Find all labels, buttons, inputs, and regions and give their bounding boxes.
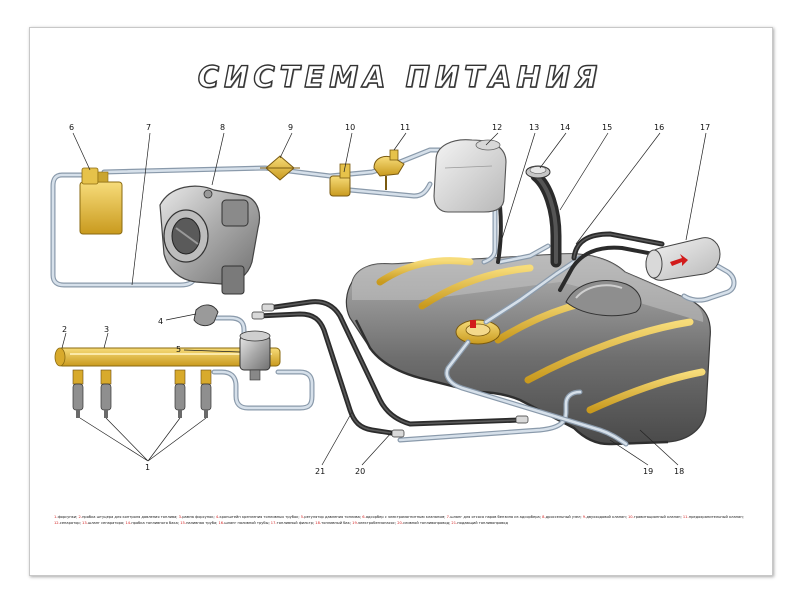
callout-3: 3 xyxy=(104,325,109,334)
filler-cap xyxy=(525,165,551,179)
callout-13: 13 xyxy=(529,123,539,132)
gravity-valve xyxy=(329,163,351,197)
legend-item: 10-гравитационный клапан; xyxy=(627,515,683,519)
leader-lines xyxy=(61,132,707,466)
callout-18: 18 xyxy=(674,467,684,476)
legend-item: 21-подающий топливопровод xyxy=(451,521,508,525)
callout-1: 1 xyxy=(145,463,150,472)
callout-11: 11 xyxy=(400,123,410,132)
legend-item: 11-предохранительный клапан; xyxy=(682,515,744,519)
throttle-body xyxy=(159,185,261,295)
legend-item: 8-дроссельный узел; xyxy=(542,515,583,519)
pressure-regulator xyxy=(239,330,271,381)
legend-item: 14-пробка топливного бака; xyxy=(125,521,181,525)
fuel-pump-flange xyxy=(455,319,501,345)
callout-numbers: 6 7 8 9 10 11 12 13 14 15 16 17 2 3 4 5 … xyxy=(62,123,710,476)
fuel-filter xyxy=(645,237,721,281)
safety-valve xyxy=(373,149,405,190)
legend-item: 5-регулятор давления топлива; xyxy=(300,515,363,519)
fuel-tank xyxy=(345,253,711,446)
fittings xyxy=(251,303,529,438)
callout-6: 6 xyxy=(69,123,74,132)
callout-8: 8 xyxy=(220,123,225,132)
callout-5: 5 xyxy=(176,345,181,354)
legend-item: 20-сливной топливопровод; xyxy=(397,521,452,525)
callout-15: 15 xyxy=(602,123,612,132)
callout-9: 9 xyxy=(288,123,293,132)
callout-16: 16 xyxy=(654,123,664,132)
legend-item: 12-сепаратор; xyxy=(54,521,83,525)
legend-item: 1-форсунки; xyxy=(54,515,79,519)
two-way-valve xyxy=(260,155,300,181)
adsorber xyxy=(79,167,123,235)
callout-4: 4 xyxy=(158,317,163,326)
tube-bracket xyxy=(193,304,219,327)
callout-21: 21 xyxy=(315,467,325,476)
legend-item: 13-шланг сепаратора; xyxy=(82,521,126,525)
injectors xyxy=(72,369,212,418)
callout-20: 20 xyxy=(355,467,365,476)
callout-12: 12 xyxy=(492,123,502,132)
legend-item: 17-топливный фильтр; xyxy=(270,521,316,525)
callout-19: 19 xyxy=(643,467,653,476)
legend-item: 3-рампа форсунок; xyxy=(178,515,216,519)
legend-item: 6-адсорбер с электромагнитным клапаном; xyxy=(362,515,447,519)
separator xyxy=(433,139,507,213)
legend-caption: 1-форсунки; 2-пробка штуцера для контрол… xyxy=(54,514,746,526)
legend-item: 7-шланг для отсоса паров бензина из адсо… xyxy=(446,515,543,519)
callout-14: 14 xyxy=(560,123,570,132)
legend-item: 4-кронштейн крепления топливных трубок; xyxy=(215,515,301,519)
legend-item: 19-электробензонасос; xyxy=(352,521,398,525)
callout-17: 17 xyxy=(700,123,710,132)
legend-item: 16-шланг наливной трубы; xyxy=(218,521,271,525)
callout-2: 2 xyxy=(62,325,67,334)
callout-7: 7 xyxy=(146,123,151,132)
legend-item: 9-двухходовой клапан; xyxy=(582,515,628,519)
rubber-hoses xyxy=(255,170,666,437)
fuel-rail xyxy=(54,347,281,367)
callout-10: 10 xyxy=(345,123,355,132)
page-title: СИСТЕМА ПИТАНИЯ xyxy=(197,59,603,94)
legend-item: 2-пробка штуцера для контроля давления т… xyxy=(78,515,179,519)
legend-item: 18-топливный бак; xyxy=(315,521,353,525)
legend-item: 15-наливная труба; xyxy=(180,521,219,525)
